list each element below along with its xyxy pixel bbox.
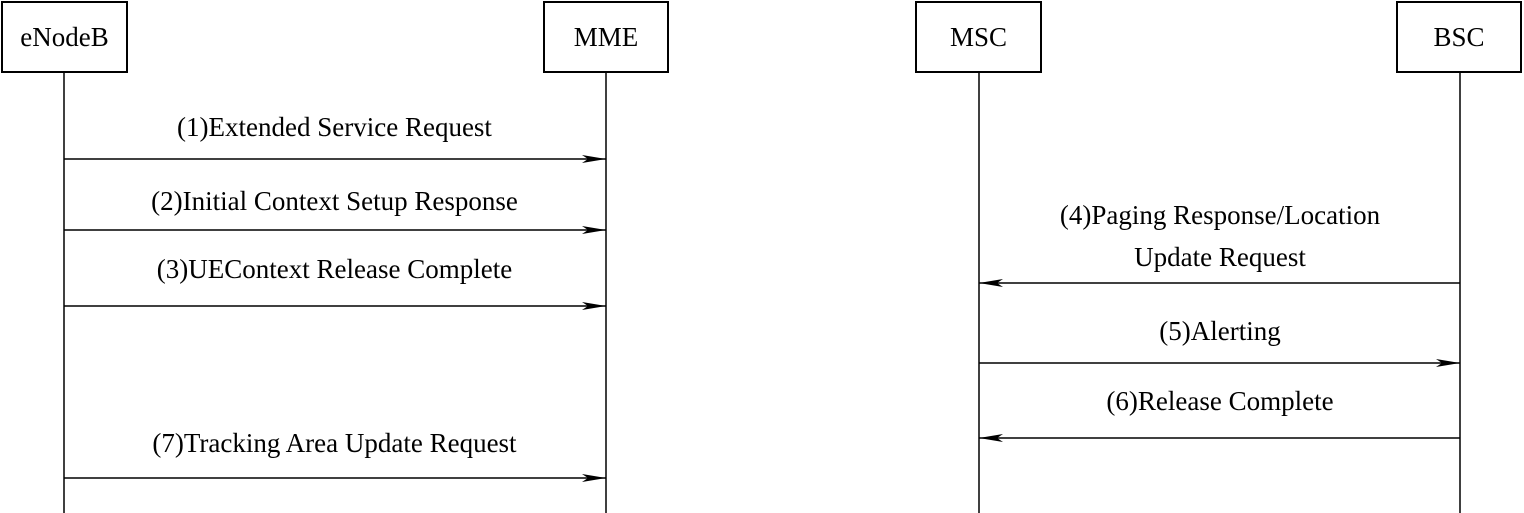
participant-mme: MME: [543, 1, 669, 73]
message-label-6: (6)Release Complete: [979, 380, 1461, 422]
message-label-7: (7)Tracking Area Update Request: [64, 422, 605, 464]
participant-bsc: BSC: [1396, 1, 1522, 73]
participant-enodeb: eNodeB: [1, 1, 128, 73]
message-label-7-line-1: (7)Tracking Area Update Request: [152, 428, 517, 458]
message-label-6-line-1: (6)Release Complete: [1106, 386, 1334, 416]
participant-msc: MSC: [915, 1, 1042, 73]
message-label-5: (5)Alerting: [979, 310, 1461, 352]
message-label-1-line-1: (1)Extended Service Request: [177, 112, 492, 142]
message-label-4: (4)Paging Response/Location Update Reque…: [979, 194, 1461, 278]
message-label-2-line-1: (2)Initial Context Setup Response: [151, 186, 518, 216]
message-label-3: (3)UEContext Release Complete: [64, 248, 605, 290]
message-label-1: (1)Extended Service Request: [64, 106, 605, 148]
message-label-2: (2)Initial Context Setup Response: [64, 180, 605, 222]
message-label-4-line-2: Update Request: [1134, 242, 1306, 272]
message-label-3-line-1: (3)UEContext Release Complete: [156, 254, 513, 284]
message-label-5-line-1: (5)Alerting: [1159, 316, 1281, 346]
message-label-4-line-1: (4)Paging Response/Location: [1059, 200, 1381, 230]
